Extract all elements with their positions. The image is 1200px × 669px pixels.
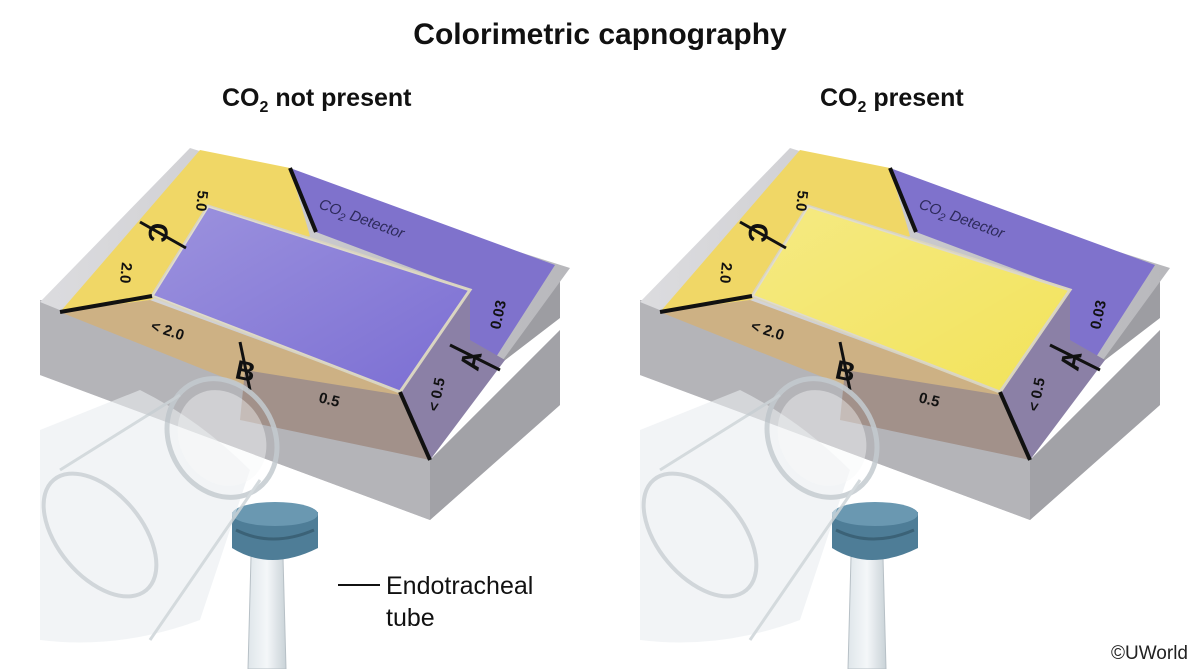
heading-co2-present: CO2 present — [820, 84, 964, 117]
callout-line-2: tube — [386, 604, 435, 632]
value-lt-0-5: < 0.5 — [425, 376, 449, 413]
value-2-0: 2.0 — [116, 262, 135, 285]
divider-line — [288, 167, 318, 233]
zone-a-purple — [890, 168, 1155, 460]
zone-a-gray — [1000, 290, 1105, 460]
divider-line — [659, 294, 753, 314]
tube-adapter-right — [640, 376, 880, 643]
tick-mark — [1049, 343, 1101, 372]
zone-label-c: C — [742, 221, 774, 244]
device-left: CO2 Detector 5.0 C 2.0 < 2.0 B 0.5 < 0.5… — [38, 146, 572, 669]
callout-line-1: Endotracheal — [386, 572, 534, 600]
device-right: CO2 Detector 5.0 C 2.0 < 2.0 B 0.5 < 0.5… — [638, 146, 1172, 669]
tube-adapter-left — [40, 376, 280, 643]
value-0-03: 0.03 — [1087, 299, 1110, 331]
value-0-5: 0.5 — [917, 389, 941, 411]
zone-a-purple — [290, 168, 555, 460]
zone-a-gray — [400, 290, 505, 460]
device-face-right — [659, 150, 1155, 461]
heading-subscript: 2 — [857, 99, 867, 116]
tick-mark — [238, 341, 252, 391]
heading-main: CO — [820, 84, 858, 112]
endotracheal-tube-callout: Endotracheal tube — [386, 570, 533, 634]
zone-b-taupe — [240, 370, 430, 460]
heading-co2-not-present: CO2 not present — [222, 84, 411, 117]
heading-main: CO — [222, 84, 260, 112]
device-face-left — [59, 150, 555, 461]
value-0-5: 0.5 — [317, 389, 341, 411]
heading-rest: not present — [268, 84, 412, 112]
value-lt-0-5: < 0.5 — [1025, 376, 1049, 413]
value-2-0: 2.0 — [716, 262, 735, 285]
divider-line — [888, 167, 918, 233]
window-gloss — [152, 206, 470, 392]
diagram-title: Colorimetric capnography — [413, 18, 787, 51]
tick-mark — [139, 220, 187, 250]
tick-mark — [449, 343, 501, 372]
copyright-notice: ©UWorld — [1111, 643, 1188, 664]
window-gloss — [752, 206, 1070, 392]
value-5-0: 5.0 — [792, 190, 811, 213]
divider-line — [998, 391, 1032, 461]
heading-subscript: 2 — [259, 99, 269, 116]
zone-b-taupe — [840, 370, 1030, 460]
heading-rest: present — [866, 84, 964, 112]
value-5-0: 5.0 — [192, 190, 211, 213]
divider-line — [59, 294, 153, 314]
tick-mark — [838, 341, 852, 391]
zone-c-yellow — [660, 150, 910, 312]
zone-label-c: C — [142, 221, 174, 244]
value-0-03: 0.03 — [487, 299, 510, 331]
tick-mark — [739, 220, 787, 250]
divider-line — [398, 391, 432, 461]
zone-c-yellow — [60, 150, 310, 312]
